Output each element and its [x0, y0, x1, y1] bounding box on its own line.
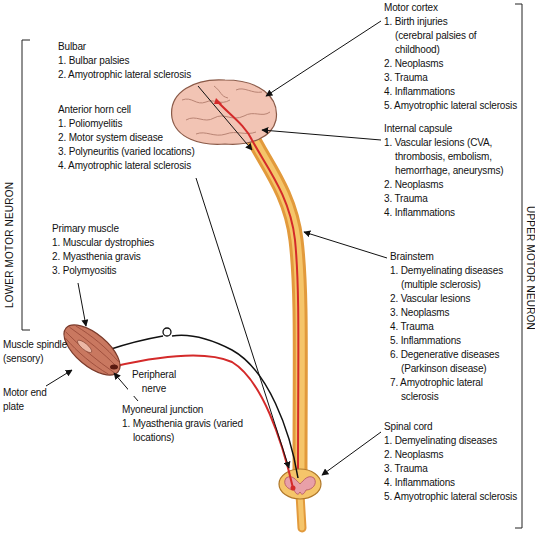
neuron-bracket-label: LOWER MOTOR NEURON	[4, 182, 16, 308]
cause-item: 3. Neoplasms	[390, 306, 520, 320]
brain	[172, 80, 277, 144]
motor-nerve	[116, 355, 293, 488]
section-heading: Myoneural junction	[122, 403, 238, 417]
cause-item: 2. Motor system disease	[58, 131, 233, 145]
cause-item: 2. Neoplasms	[384, 448, 518, 462]
label-group: Peripheral nerve	[128, 368, 180, 396]
cause-item: 3. Trauma	[384, 462, 518, 476]
cause-item: 2. Neoplasms	[384, 178, 520, 192]
cause-item: 1. Bulbar palsies	[58, 54, 208, 68]
cause-item: 1. Demyelinating diseases (multiple scle…	[390, 264, 521, 292]
cause-item: 1. Muscular dystrophies	[52, 236, 202, 250]
cause-item: 4. Inflammations	[384, 476, 518, 490]
spinal-cord	[250, 132, 302, 528]
cause-item: 2. Vascular lesions	[390, 292, 520, 306]
cause-item: 1. Myasthenia gravis (varied locations)	[122, 417, 243, 445]
cause-item: 3. Polyneuritis (varied locations)	[58, 145, 233, 159]
upper-neuron-bracket	[515, 4, 522, 528]
section-heading: Anterior horn cell	[58, 103, 233, 117]
section-heading: Primary muscle	[52, 222, 202, 236]
label-group: Anterior horn cell1. Poliomyelitis2. Mot…	[58, 103, 233, 173]
cause-item: 2. Amyotrophic lateral sclerosis	[58, 68, 208, 82]
label-group: Motor end plate	[3, 386, 57, 414]
cause-item: 1. Birth injuries (cerebral palsies of c…	[384, 15, 485, 57]
cause-item: 2. Neoplasms	[384, 57, 518, 71]
cause-item: 7. Amyotrophic lateral sclerosis	[390, 376, 520, 404]
lower-neuron-bracket	[22, 40, 30, 330]
motor-end-plate	[110, 365, 118, 370]
cause-item: 4. Inflammations	[384, 206, 520, 220]
cause-item: 1. Demyelinating diseases	[384, 434, 518, 448]
section-heading: Internal capsule	[384, 122, 520, 136]
spinal-cross-section	[279, 469, 321, 499]
label-group: Myoneural junction1. Myasthenia gravis (…	[122, 403, 238, 445]
cause-item: 5. Inflammations	[390, 334, 520, 348]
label-group: Motor cortex1. Birth injuries (cerebral …	[384, 1, 518, 113]
cause-item: 3. Trauma	[384, 71, 518, 85]
sensory-nerve	[108, 336, 163, 350]
label-group: Muscle spindle (sensory)	[3, 338, 71, 366]
cause-item: 2. Myasthenia gravis	[52, 250, 202, 264]
leader-lines	[46, 21, 387, 475]
cause-item: 3. Trauma	[384, 192, 520, 206]
label-group: Spinal cord1. Demyelinating diseases2. N…	[384, 420, 518, 504]
cause-item: 4. Amyotrophic lateral sclerosis	[58, 159, 233, 173]
section-heading: Spinal cord	[384, 420, 518, 434]
label-group: Internal capsule1. Vascular lesions (CVA…	[384, 122, 520, 220]
cause-item: 6. Degenerative diseases (Parkinson dise…	[390, 348, 521, 376]
section-heading: Bulbar	[58, 40, 208, 54]
section-heading: Motor cortex	[384, 1, 518, 15]
section-heading: Peripheral nerve	[128, 368, 180, 396]
label-group: Bulbar1. Bulbar palsies2. Amyotrophic la…	[58, 40, 208, 82]
label-group: Primary muscle1. Muscular dystrophies2. …	[52, 222, 202, 278]
section-heading: Brainstem	[390, 250, 520, 264]
section-heading: Muscle spindle (sensory)	[3, 338, 71, 366]
cause-item: 5. Amyotrophic lateral sclerosis	[384, 490, 518, 504]
cause-item: 5. Amyotrophic lateral sclerosis	[384, 99, 518, 113]
cause-item: 4. Trauma	[390, 320, 520, 334]
cause-item: 1. Poliomyelitis	[58, 117, 233, 131]
cause-item: 1. Vascular lesions (CVA, thrombosis, em…	[384, 136, 531, 178]
section-heading: Motor end plate	[3, 386, 57, 414]
cause-item: 4. Inflammations	[384, 85, 518, 99]
nerve-ganglion	[163, 328, 171, 336]
label-group: Brainstem1. Demyelinating diseases (mult…	[390, 250, 520, 404]
neuron-bracket-label: UPPER MOTOR NEURON	[524, 206, 535, 330]
cause-item: 3. Polymyositis	[52, 264, 202, 278]
